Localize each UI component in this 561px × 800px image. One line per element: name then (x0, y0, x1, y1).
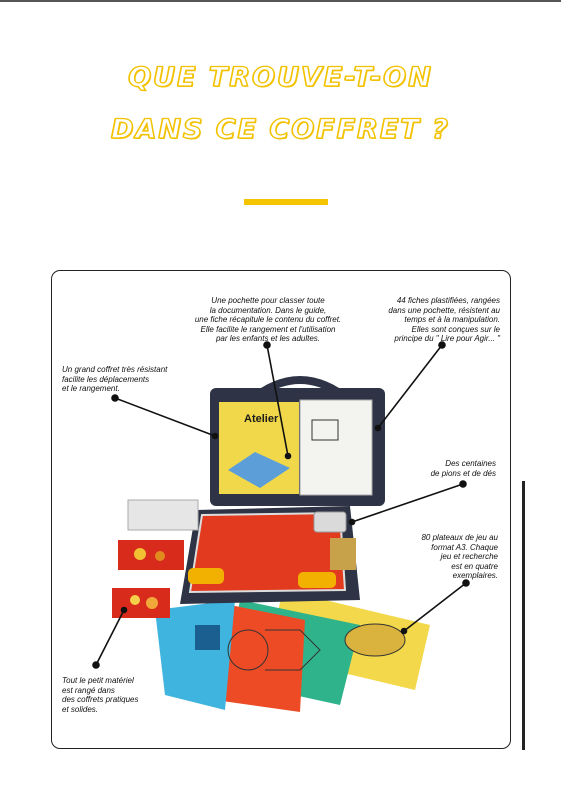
plastic-sheets (299, 399, 373, 496)
case-latch-left (188, 568, 224, 584)
side-rule (522, 481, 525, 750)
sheet-diagram (311, 419, 339, 441)
caption-coffret: Un grand coffret très résistant facilite… (62, 365, 168, 393)
case: Atelier (180, 376, 385, 604)
board-figure (265, 629, 321, 671)
case-handle (259, 376, 341, 396)
board-square (195, 625, 220, 650)
pion-box (330, 538, 356, 570)
top-rule (0, 0, 561, 2)
booklet-title: Atelier (244, 413, 279, 425)
board-circle (227, 629, 269, 671)
page-title-line-2: DANS CE COFFRET ? (110, 113, 450, 145)
caption-fiches: 44 fiches plastifiées, rangées dans une … (388, 296, 500, 343)
leader-lines (92, 341, 470, 669)
board-oval (344, 623, 406, 657)
caption-plateaux: 80 plateaux de jeu au format A3. Chaque … (421, 533, 498, 580)
case-latch-right (298, 572, 336, 588)
caption-pions: Des centaines de pions et de dés (430, 459, 496, 478)
caption-materiel: Tout le petit matériel est rangé dans de… (62, 676, 139, 714)
game-boards (155, 590, 430, 712)
title-accent-bar (244, 199, 328, 205)
dice-box (313, 511, 347, 533)
page-title-line-1: QUE TROUVE-T-ON (128, 61, 433, 93)
caption-pochette: Une pochette pour classer toute la docum… (194, 296, 342, 343)
white-box (127, 499, 199, 531)
content-frame (51, 270, 511, 749)
red-box-top (118, 540, 184, 570)
red-box-bottom (112, 588, 170, 618)
booklet-image (228, 452, 290, 488)
